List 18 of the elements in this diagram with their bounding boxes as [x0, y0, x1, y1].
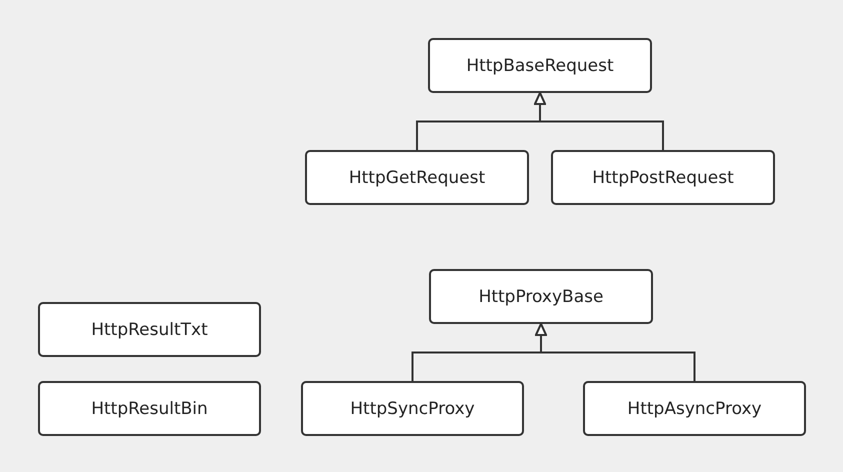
class-box: [429, 269, 653, 324]
inheritance-arrow: [534, 92, 664, 150]
class-name: HttpGetRequest: [348, 168, 486, 188]
class-name: HttpPostRequest: [592, 168, 734, 188]
class-name: HttpBaseRequest: [466, 56, 614, 76]
class-box: [551, 150, 775, 205]
class-name: HttpResultTxt: [91, 320, 208, 340]
class-name: HttpProxyBase: [478, 286, 604, 306]
class-box: [428, 38, 652, 93]
class-box: [583, 381, 806, 436]
class-box: [305, 150, 529, 205]
class-name: HttpResultBin: [91, 398, 208, 418]
class-name: HttpSyncProxy: [350, 398, 475, 418]
class-box: [38, 302, 261, 357]
class-name: HttpAsyncProxy: [627, 398, 762, 418]
class-box: [38, 381, 261, 436]
class-box: [301, 381, 524, 436]
inheritance-arrow: [535, 323, 696, 381]
